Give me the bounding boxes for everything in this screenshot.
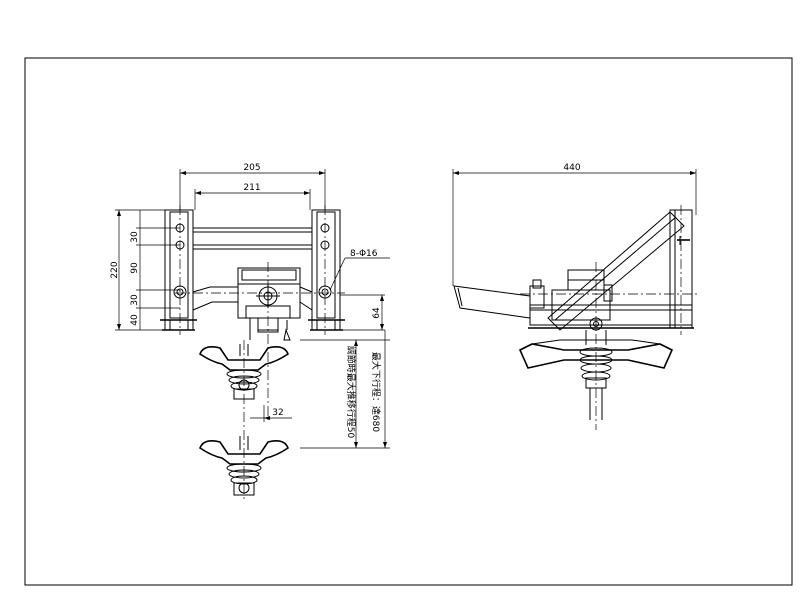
dim-440: 440 [563, 163, 580, 173]
note-max-adjust: 調節時最大推移行程50 [345, 346, 357, 439]
dim-40: 40 [130, 314, 140, 326]
dim-211: 211 [243, 183, 260, 193]
dim-30-top: 30 [130, 231, 140, 243]
dim-205: 205 [243, 163, 260, 173]
drawing-frame [24, 57, 793, 586]
side-view: 440 [452, 163, 700, 430]
dim-220: 220 [110, 261, 120, 278]
hole-callout: 8-Φ16 [350, 249, 378, 259]
dim-90: 90 [130, 262, 140, 274]
lower-clamp [199, 436, 289, 496]
dim-32: 32 [272, 408, 283, 418]
dim-64: 64 [372, 307, 382, 319]
front-view: 205 211 220 30 90 30 40 [110, 163, 390, 500]
dim-30-bottom: 30 [130, 294, 140, 306]
note-max-sag: 最大下行程：達680 [370, 352, 382, 432]
